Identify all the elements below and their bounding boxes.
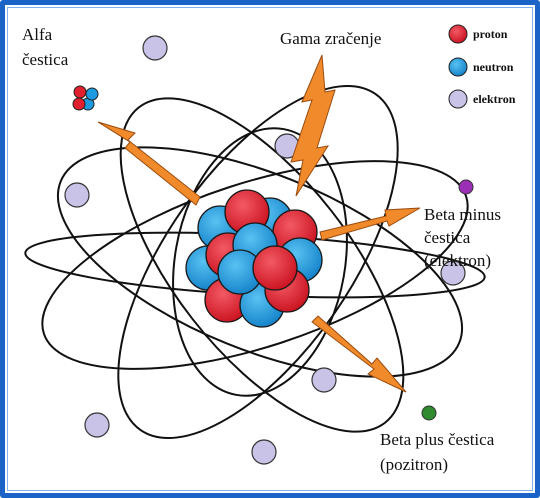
electron — [143, 36, 167, 60]
alpha-particle — [73, 86, 98, 110]
legend-proton-label: proton — [473, 27, 508, 41]
proton-legend-icon — [449, 25, 467, 43]
alpha-label-line1: Alfa — [22, 25, 53, 44]
gamma-label: Gama zračenje — [280, 29, 381, 48]
electron — [252, 440, 276, 464]
legend: proton neutron elektron — [449, 25, 516, 108]
legend-electron-label: elektron — [473, 92, 516, 106]
beta-plus-label-line1: Beta plus čestica — [380, 430, 495, 449]
beta-minus-particle — [459, 180, 473, 194]
proton — [253, 246, 297, 290]
alpha-label-line2: čestica — [22, 50, 69, 69]
beta-minus-label-line1: Beta minus — [424, 205, 501, 224]
beta-plus-label-line2: (pozitron) — [380, 455, 448, 474]
positron-particle — [422, 406, 436, 420]
electron — [312, 368, 336, 392]
neutron-legend-icon — [449, 58, 467, 76]
electron — [65, 183, 89, 207]
nucleus — [186, 190, 322, 327]
beta-minus-label-line2: čestica — [424, 228, 471, 247]
alpha-arrow — [98, 122, 200, 205]
gamma-arrow — [291, 55, 335, 196]
electron — [85, 413, 109, 437]
beta-minus-arrow — [320, 208, 420, 240]
proton — [73, 98, 85, 110]
legend-neutron-label: neutron — [473, 60, 514, 74]
proton — [74, 86, 86, 98]
beta-minus-label-line3: (elektron) — [424, 251, 491, 270]
neutron — [86, 88, 98, 100]
electron-legend-icon — [449, 90, 467, 108]
